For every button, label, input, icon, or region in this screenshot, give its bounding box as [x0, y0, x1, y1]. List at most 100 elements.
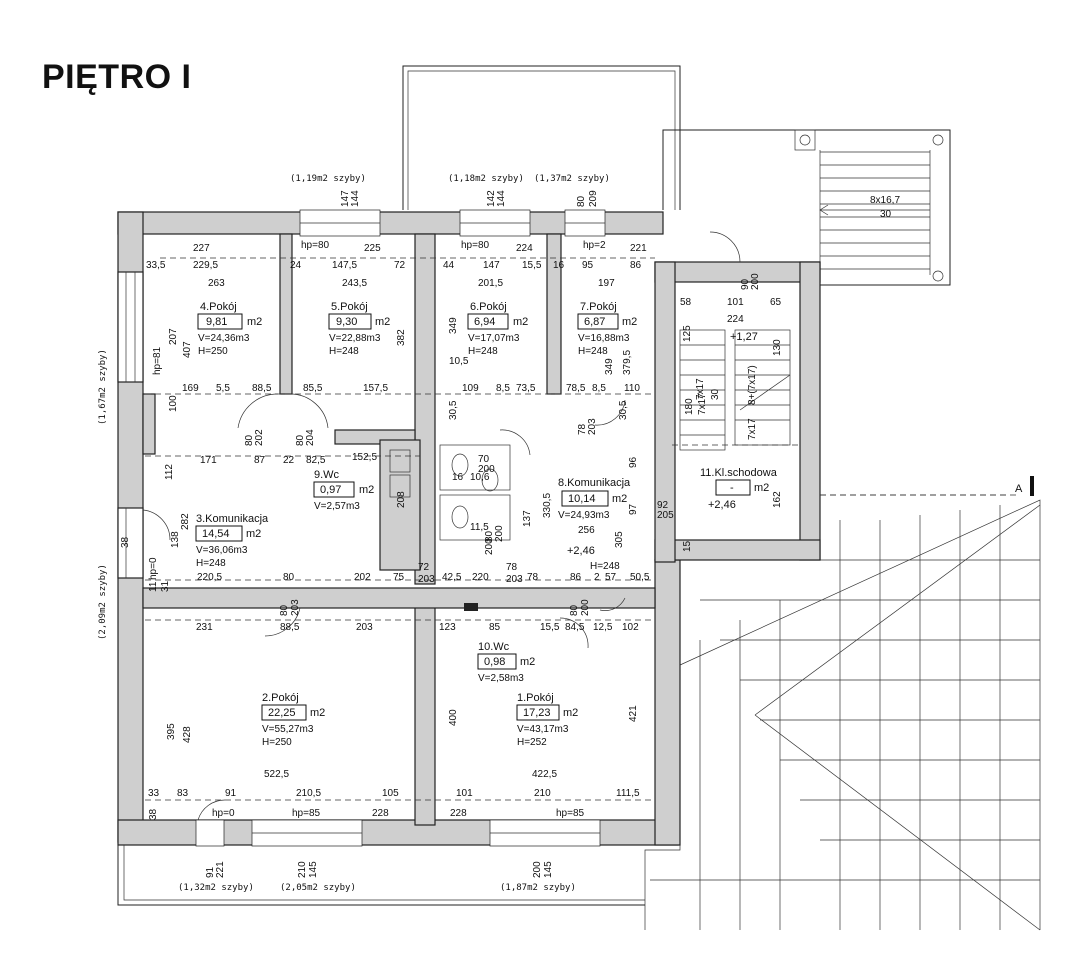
dim-label: 24: [290, 260, 302, 271]
dim-label: 231: [196, 622, 213, 633]
dim-label: 349: [448, 317, 459, 334]
room-name: 5.Pokój: [331, 301, 368, 313]
dim-label: 80: [283, 572, 295, 583]
level-mark: +1,27: [730, 331, 758, 343]
dim-label: 407: [182, 341, 193, 358]
dim-label: 33,5: [146, 260, 166, 271]
dim-label: 130: [772, 339, 783, 356]
dim-label: 88,5: [252, 383, 272, 394]
dim-label: 400: [448, 709, 459, 726]
room-area: 0,97: [320, 484, 341, 496]
dim-label: 243,5: [342, 278, 367, 289]
dim-label: 147: [483, 260, 500, 271]
door-label: 10,6: [470, 472, 490, 483]
dim-label: 31: [160, 580, 171, 592]
stair-spec: 30: [880, 209, 892, 220]
door-label: 90: [740, 278, 751, 290]
door-label: 145: [308, 861, 319, 878]
room-area: 10,14: [568, 493, 596, 505]
door-label: 200: [484, 538, 495, 555]
area-box: [328, 313, 372, 330]
room-volume: V=55,27m3: [262, 724, 314, 735]
dim-label: 83: [177, 788, 189, 799]
dim-label: 15,5: [540, 622, 560, 633]
door-label: 91: [205, 866, 216, 878]
dim-label: 78: [506, 562, 518, 573]
dim-label: 157,5: [363, 383, 388, 394]
dim-label: 227: [193, 243, 210, 254]
dim-label: 73,5: [516, 383, 536, 394]
dim-label: 224: [516, 243, 533, 254]
dim-label: 11: [148, 581, 159, 592]
door-label: 101: [727, 297, 744, 308]
room-9-wc: 9.Wc 0,97 m2 V=2,57m3: [313, 469, 374, 512]
dim-label: 91: [225, 788, 237, 799]
area-unit: m2: [513, 316, 528, 328]
glazing-label: (1,19m2 szyby): [290, 174, 366, 184]
dim-label: 15,5: [522, 260, 542, 271]
room-volume: V=36,06m3: [196, 545, 248, 556]
room-6: 6.Pokój 6,94 m2 V=17,07m3 H=248: [467, 301, 528, 357]
room-height: H=248: [468, 346, 498, 357]
glazing-label: (2,09m2 szyby): [98, 564, 108, 640]
dim-label: 33: [148, 788, 160, 799]
dim-label: 110: [624, 383, 640, 394]
area-unit: m2: [246, 528, 261, 540]
room-name: 9.Wc: [314, 469, 340, 481]
room-volume: V=2,58m3: [478, 673, 524, 684]
dim-label: 229,5: [193, 260, 218, 271]
dim-label: 138: [170, 531, 181, 548]
dim-label: 210: [534, 788, 551, 799]
room-height: H=250: [198, 346, 228, 357]
area-box: [577, 313, 619, 330]
glazing-label: (1,37m2 szyby): [534, 174, 610, 184]
section-marker: A: [1015, 483, 1023, 495]
dim-label: 38: [120, 536, 131, 548]
dim-label: 105: [382, 788, 399, 799]
roof-structure: [644, 499, 1041, 931]
area-unit: m2: [310, 707, 325, 719]
room-volume: V=17,07m3: [468, 333, 520, 344]
dim-label: 379,5: [622, 350, 633, 375]
room-area: 9,30: [336, 316, 357, 328]
window-hp-label: hp=2: [583, 240, 606, 251]
dim-label: 16: [553, 260, 565, 271]
door-label: 11,5: [470, 522, 489, 533]
dim-label: 82,5: [306, 455, 326, 466]
wc-fixtures: [389, 444, 511, 541]
glazing-label: (1,67m2 szyby): [98, 349, 108, 425]
dim-label: 305: [614, 531, 625, 548]
door-label: 202: [254, 429, 265, 446]
door-swings: [142, 231, 741, 821]
room-height: H=250: [262, 737, 292, 748]
dim-label: 5,5: [216, 383, 230, 394]
area-unit: m2: [563, 707, 578, 719]
room-5: 5.Pokój 9,30 m2 V=22,88m3 H=248: [328, 301, 390, 357]
dim-label: 210,5: [296, 788, 321, 799]
door-label: 145: [543, 861, 554, 878]
room-name: 10.Wc: [478, 641, 510, 653]
room-name: 2.Pokój: [262, 692, 299, 704]
dim-label: 152,5: [352, 452, 377, 463]
window-hp-label: hp=81: [152, 346, 163, 375]
room-volume: V=16,88m3: [578, 333, 630, 344]
stair-flights: [679, 329, 791, 451]
level-mark: +2,46: [708, 499, 736, 511]
door-label: 203: [290, 599, 301, 616]
door-label: 70: [478, 454, 490, 465]
dim-label: 169: [182, 383, 199, 394]
dim-label: 30,5: [618, 400, 629, 420]
dim-label: 256: [578, 525, 595, 536]
door-label: 80: [295, 434, 306, 446]
room-volume: V=24,36m3: [198, 333, 250, 344]
room-volume: V=43,17m3: [517, 724, 569, 735]
dim-label: 428: [182, 726, 193, 743]
dim-label: 72: [418, 562, 430, 573]
room-height: H=248: [590, 561, 620, 572]
door-label: 200: [478, 464, 495, 475]
window-hp-label: hp=0: [148, 557, 159, 580]
dim-label: 112: [164, 464, 175, 480]
windows: [125, 209, 606, 847]
dim-label: 203: [356, 622, 373, 633]
